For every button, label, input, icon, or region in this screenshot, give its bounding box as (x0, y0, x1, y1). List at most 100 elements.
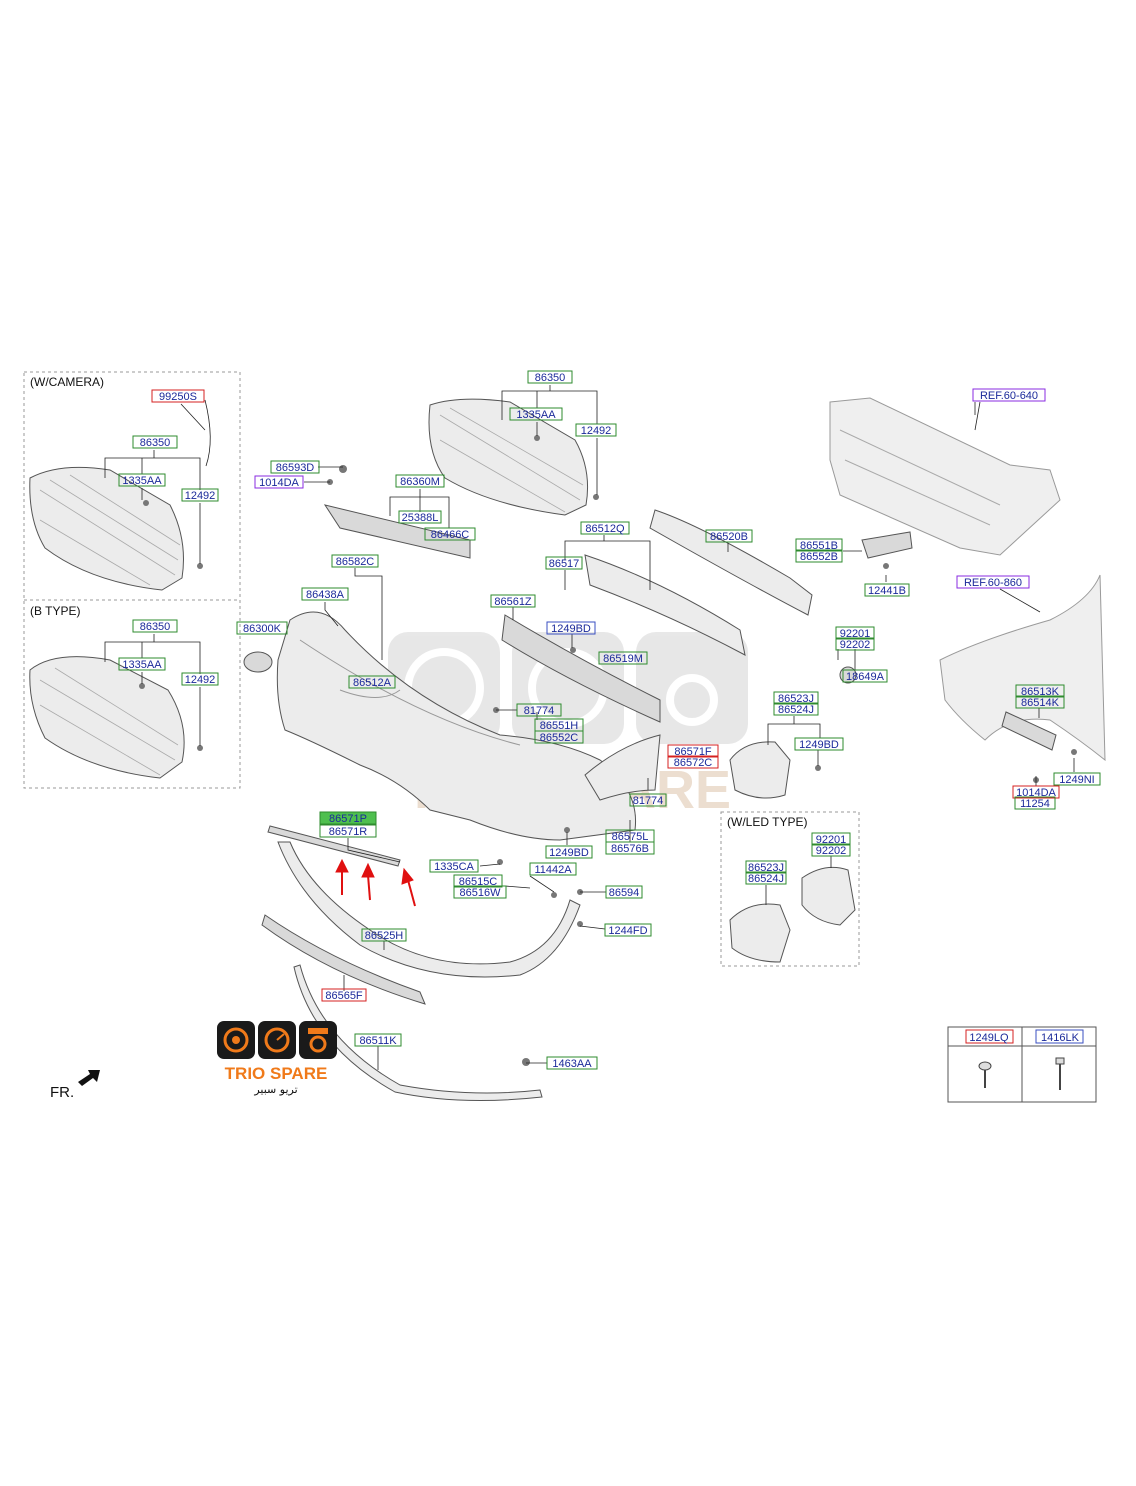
part-label-86565f: 86565F (321, 988, 367, 1002)
part-label-box (424, 527, 476, 541)
part-label-1014da: 1014DA (254, 475, 304, 489)
part-label-box (516, 703, 562, 717)
part-number-text: 86552B (800, 551, 838, 563)
part-label-box (835, 637, 875, 651)
part-label-ref-60-860: REF.60-860 (956, 575, 1030, 589)
part-number-text: 86512A (353, 677, 392, 689)
part-label-box (1053, 772, 1101, 786)
section-camera-title: (W/CAMERA) (30, 375, 104, 389)
part-label-81774: 81774 (629, 793, 667, 807)
part-label-box (667, 744, 719, 758)
part-label-86593d: 86593D (270, 460, 320, 474)
part-label-box (429, 859, 479, 873)
part-number-text: 86571R (329, 826, 368, 838)
part-number-text: REF.60-860 (964, 577, 1022, 589)
part-number-text: 86511K (359, 1035, 397, 1047)
bolt-icon (1055, 1057, 1065, 1090)
part-number-text: 1249NI (1059, 774, 1094, 786)
part-number-text: 86516W (460, 887, 502, 899)
part-label-box (181, 488, 219, 502)
legend-code-2: 1416LK (1041, 1032, 1080, 1044)
part-label-box (864, 583, 910, 597)
part-label-box (132, 619, 178, 633)
part-label-box (545, 845, 593, 859)
part-label-box (1012, 785, 1060, 799)
part-number-text: 18649A (846, 671, 885, 683)
part-label-box (354, 1033, 402, 1047)
part-label-86517: 86517 (545, 556, 583, 570)
part-number-text: 86350 (140, 437, 171, 449)
part-label-box (794, 737, 844, 751)
part-label-box (795, 549, 843, 563)
part-label-1335aa: 1335AA (118, 473, 166, 487)
part-number-text: 86524J (748, 873, 784, 885)
part-label-box (1015, 695, 1065, 709)
part-label-86571r: 86571R (319, 824, 377, 838)
section-camera-btype-box (23, 371, 241, 789)
highlight-arrows (335, 858, 416, 907)
part-number-text: 1249BD (551, 623, 591, 635)
part-label-86523j: 86523J (773, 691, 819, 705)
part-number-text: 86524J (778, 704, 814, 716)
led-lamp (729, 903, 791, 963)
part-number-text: 86551B (800, 540, 838, 552)
part-number-text: 1014DA (259, 477, 299, 489)
part-label-86594: 86594 (605, 885, 643, 899)
part-number-text: 92202 (816, 845, 847, 857)
legend-code-1: 1249LQ (969, 1032, 1009, 1044)
bumper-bracket-fender (1001, 711, 1057, 751)
part-label-86360m: 86360M (395, 474, 445, 488)
part-number-text: 1249BD (549, 847, 589, 859)
part-number-text: 86350 (140, 621, 171, 633)
part-label-box (972, 388, 1046, 402)
lower-lip (293, 964, 543, 1102)
emblem (243, 651, 273, 673)
part-label-86512a: 86512A (348, 675, 396, 689)
part-number-text: 86523J (748, 862, 784, 874)
part-label-92201: 92201 (835, 626, 875, 640)
part-label-box (580, 521, 630, 535)
engine-icon (299, 1021, 337, 1059)
part-label-box (598, 651, 648, 665)
part-number-text: 1335CA (434, 861, 474, 873)
fasteners (139, 435, 1077, 1066)
section-led-title: (W/LED TYPE) (727, 815, 807, 829)
part-number-text: 12492 (185, 490, 216, 502)
part-number-text: 86350 (535, 372, 566, 384)
part-label-86551b: 86551B (795, 538, 843, 552)
part-number-text: 86519M (603, 653, 643, 665)
part-label-86350: 86350 (132, 619, 178, 633)
brand-name-arabic: تريو سبير (253, 1083, 297, 1096)
part-number-text: 86525H (365, 930, 404, 942)
part-label-86514k: 86514K (1015, 695, 1065, 709)
part-label-box (605, 841, 655, 855)
part-label-box (745, 871, 787, 885)
part-label-box (604, 923, 652, 937)
part-number-text: 86512Q (585, 523, 625, 535)
part-number-text: 1335AA (122, 659, 162, 671)
part-label-box (1014, 796, 1056, 810)
part-label-1249bd: 1249BD (546, 621, 596, 635)
part-label-box (575, 423, 617, 437)
part-number-text: 86571F (674, 746, 712, 758)
part-label-box (118, 657, 166, 671)
part-label-box (331, 554, 379, 568)
part-label-box (348, 675, 396, 689)
part-label-box (629, 793, 667, 807)
part-label-86576b: 86576B (605, 841, 655, 855)
part-number-text: 25388L (402, 512, 439, 524)
bumper-bracket-side (861, 531, 913, 559)
part-label-86552c: 86552C (534, 730, 584, 744)
watermark-engine-icon (636, 632, 748, 744)
part-label-86515c: 86515C (453, 874, 503, 888)
leader-lines (104, 385, 1075, 1070)
part-label-86552b: 86552B (795, 549, 843, 563)
parts (29, 397, 1106, 1102)
part-label-86572c: 86572C (667, 755, 719, 769)
part-label-box (605, 885, 643, 899)
lower-grille (501, 614, 661, 723)
lower-bumper (277, 841, 581, 978)
part-number-text: 86571P (329, 813, 367, 825)
part-number-text: 86300K (243, 623, 282, 635)
part-label-1335ca: 1335CA (429, 859, 479, 873)
